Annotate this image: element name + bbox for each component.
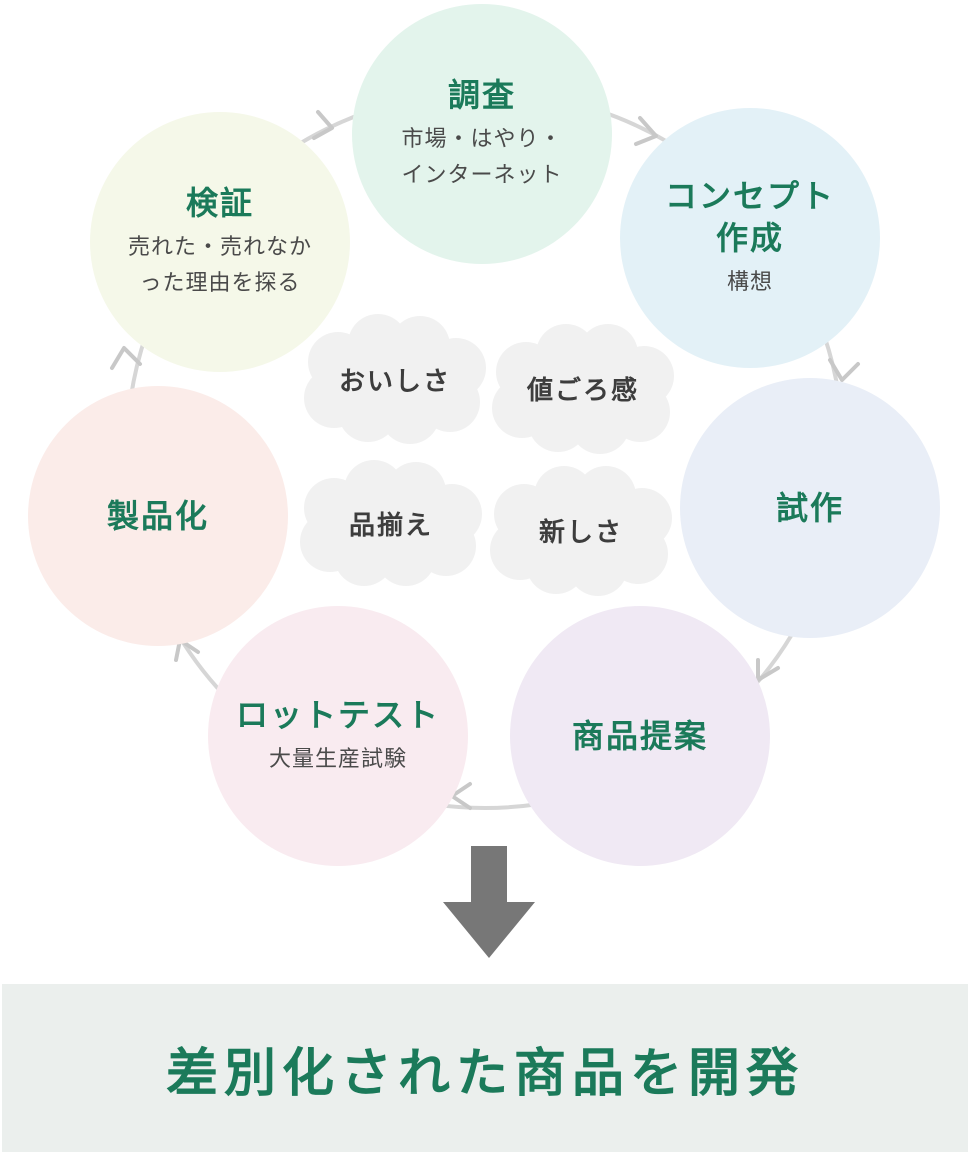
cloud-novelty-label: 新しさ	[538, 517, 623, 548]
node-verification-sub: 売れた・売れなか った理由を探る	[127, 235, 312, 296]
node-concept: コンセプト 作成 構想	[620, 108, 880, 368]
node-productization-title: 製品化	[106, 497, 209, 535]
node-verification: 検証 売れた・売れなか った理由を探る	[90, 112, 350, 372]
node-productization: 製品化	[28, 386, 288, 646]
result-banner: 差別化された商品を開発	[2, 984, 968, 1152]
cloud-price-label: 値ごろ感	[526, 375, 639, 406]
cloud-taste-shape	[304, 314, 486, 444]
arrowhead-to-verification	[110, 346, 142, 370]
down-arrow-icon	[443, 846, 535, 958]
cloud-taste: おいしさ	[300, 312, 490, 446]
node-proposal-title: 商品提案	[571, 717, 708, 755]
arrowhead-to-research	[312, 110, 334, 140]
cloud-assortment-shape	[300, 460, 482, 586]
cloud-taste-label: おいしさ	[338, 366, 451, 397]
node-concept-title: コンセプト 作成	[664, 177, 835, 257]
node-lot-test-sub: 大量生産試験	[268, 747, 407, 772]
node-lot-test-title: ロットテスト	[235, 696, 440, 734]
cloud-novelty-shape	[490, 466, 672, 596]
node-verification-title: 検証	[185, 184, 254, 222]
arrowhead-to-proposal	[756, 658, 780, 682]
node-research: 調査 市場・はやり・ インターネット	[352, 4, 612, 264]
node-prototype-title: 試作	[775, 489, 844, 527]
cloud-price-shape	[492, 324, 674, 454]
node-concept-sub: 構想	[726, 270, 773, 295]
node-research-title: 調査	[447, 76, 516, 114]
cloud-price: 値ごろ感	[488, 320, 678, 456]
cloud-novelty: 新しさ	[486, 462, 676, 598]
cloud-assortment-label: 品揃え	[348, 510, 433, 541]
node-research-sub: 市場・はやり・ インターネット	[401, 127, 563, 188]
result-banner-text: 差別化された商品を開発	[165, 1043, 804, 1104]
arrowhead-to-concept	[634, 116, 658, 146]
node-prototype: 試作	[680, 378, 940, 638]
cloud-assortment: 品揃え	[296, 458, 486, 588]
arrowhead-to-prototype	[828, 358, 860, 382]
node-lot-test: ロットテスト 大量生産試験	[208, 606, 468, 866]
node-proposal: 商品提案	[510, 606, 770, 866]
